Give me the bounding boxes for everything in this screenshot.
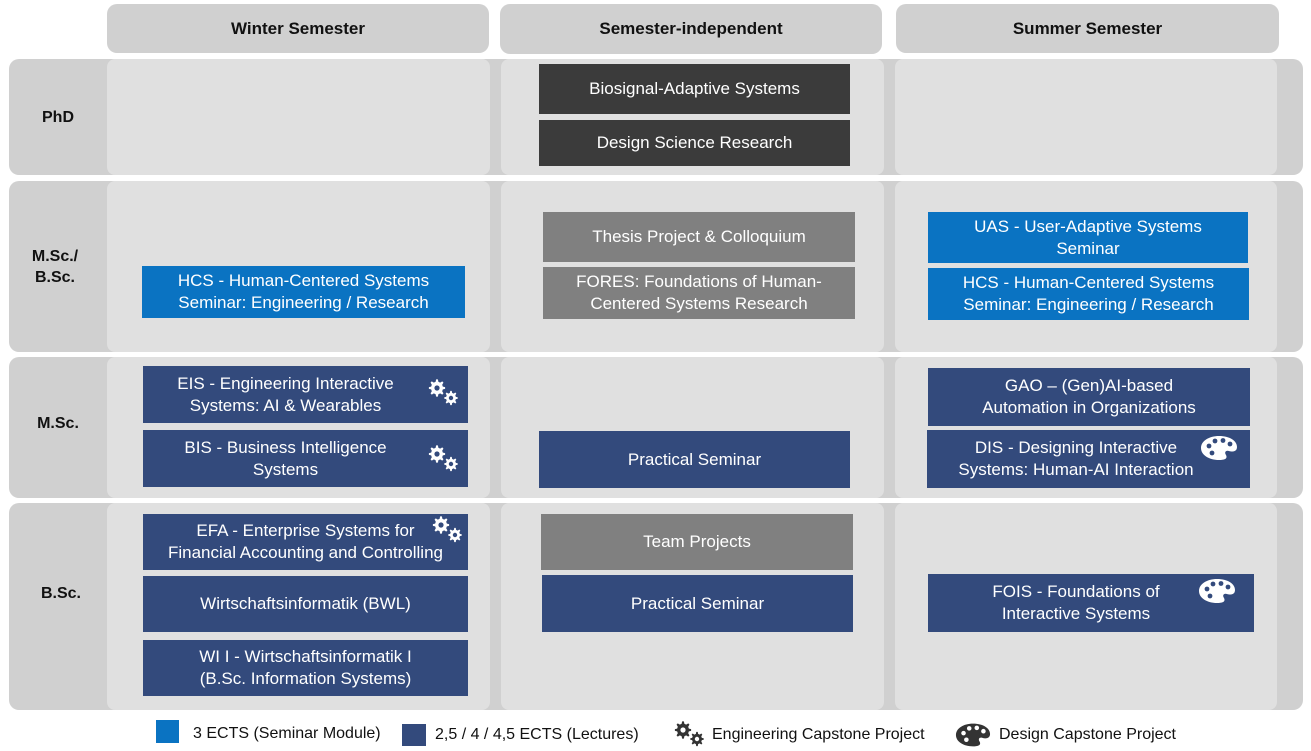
- cell-bg: [107, 59, 490, 175]
- cell-bg: [895, 181, 1277, 352]
- column-header-summer: Summer Semester: [896, 4, 1279, 53]
- cell-bg: [501, 181, 884, 352]
- column-header-winter: Winter Semester: [107, 4, 489, 53]
- course-bis[interactable]: BIS - Business Intelligence Systems: [143, 430, 468, 487]
- course-biosignal-adaptive-systems[interactable]: Biosignal-Adaptive Systems: [539, 64, 850, 114]
- column-header-independent-label: Semester-independent: [599, 19, 783, 38]
- course-design-science-research[interactable]: Design Science Research: [539, 120, 850, 166]
- legend-design-label: Design Capstone Project: [999, 726, 1176, 743]
- palette-icon: [1199, 579, 1235, 603]
- legend-seminar-swatch: [156, 720, 179, 743]
- gears-icon: [432, 516, 462, 543]
- row-label-phd: PhD: [42, 108, 74, 126]
- gears-icon: [674, 721, 704, 747]
- column-header-summer-label: Summer Semester: [1012, 18, 1163, 38]
- course-uas[interactable]: UAS - User-Adaptive Systems Seminar: [928, 212, 1248, 263]
- course-eis[interactable]: EIS - Engineering Interactive Systems: A…: [143, 366, 468, 423]
- course-practical-seminar-msc[interactable]: Practical Seminar: [539, 431, 850, 488]
- row-label-msc: M.Sc.: [37, 415, 79, 432]
- course-gao[interactable]: GAO – (Gen)AI-based Automation in Organi…: [928, 368, 1250, 426]
- row-label-msc-bsc: M.Sc./ B.Sc.: [31, 247, 79, 286]
- course-fois[interactable]: FOIS - Foundations of Interactive System…: [928, 574, 1254, 632]
- course-efa[interactable]: EFA - Enterprise Systems for Financial A…: [143, 514, 468, 570]
- palette-icon: [1201, 436, 1237, 460]
- row-label-bsc: B.Sc.: [40, 584, 81, 602]
- course-dis[interactable]: DIS - Designing Interactive Systems: Hum…: [927, 430, 1250, 488]
- cell-bg: [895, 59, 1277, 175]
- palette-icon: [955, 723, 991, 747]
- column-header-independent: Semester-independent: [500, 4, 882, 54]
- gears-icon: [428, 445, 458, 472]
- course-hcs-summer[interactable]: HCS - Human-Centered Systems Seminar: En…: [928, 268, 1249, 320]
- course-hcs-winter[interactable]: HCS - Human-Centered Systems Seminar: En…: [142, 266, 465, 318]
- course-wirtschaftsinformatik-bwl[interactable]: Wirtschaftsinformatik (BWL): [143, 576, 468, 632]
- course-practical-seminar-bsc[interactable]: Practical Seminar: [542, 575, 853, 632]
- legend-lectures-label: 2,5 / 4 / 4,5 ECTS (Lectures): [435, 726, 639, 743]
- course-team-projects[interactable]: Team Projects: [541, 514, 853, 570]
- legend-lectures-swatch: [402, 724, 426, 746]
- column-header-winter-label: Winter Semester: [230, 18, 365, 38]
- legend-engineering-label: Engineering Capstone Project: [712, 726, 925, 743]
- gears-icon: [428, 379, 458, 406]
- course-fores[interactable]: FORES: Foundations of Human- Centered Sy…: [543, 267, 855, 319]
- course-wi1[interactable]: WI I - Wirtschaftsinformatik I (B.Sc. In…: [143, 640, 468, 696]
- legend-seminar-label: 3 ECTS (Seminar Module): [193, 725, 381, 742]
- course-thesis-project[interactable]: Thesis Project & Colloquium: [543, 212, 855, 262]
